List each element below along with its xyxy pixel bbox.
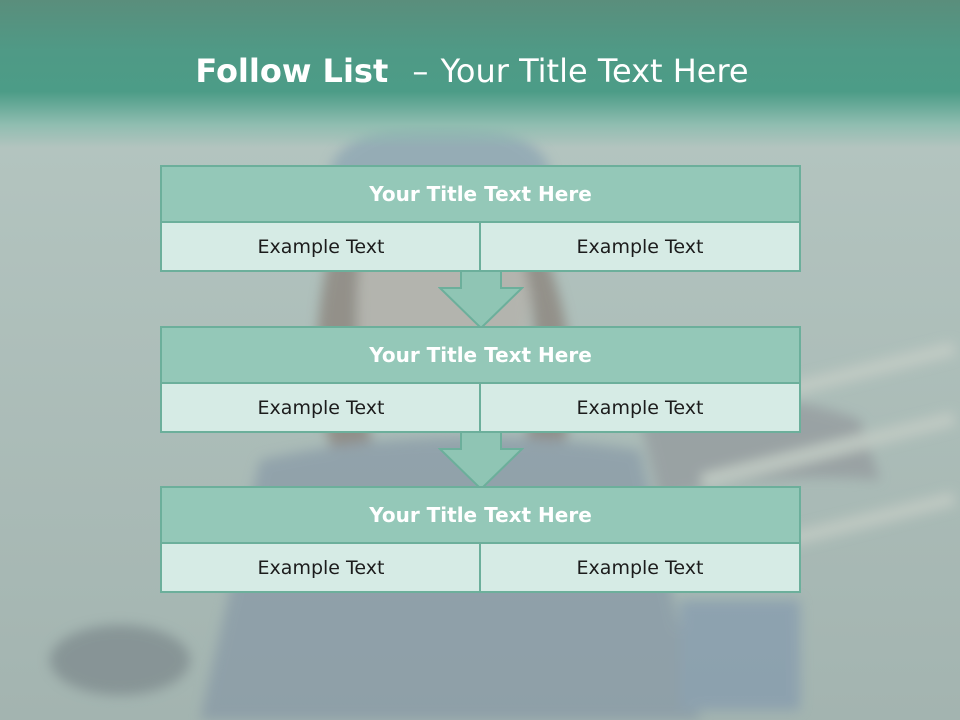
block-title: Your Title Text Here [160,165,801,223]
down-arrow-icon [438,431,524,491]
slide-title: Follow List – Your Title Text Here [0,52,944,90]
slide-title-rest: Your Title Text Here [440,52,749,90]
block-cell-right: Example Text [479,382,801,433]
slide-title-bold: Follow List [195,52,389,90]
block-cell-left: Example Text [160,542,482,593]
header-band [0,0,960,148]
block-cell-left: Example Text [160,221,482,272]
block-cell-right: Example Text [479,542,801,593]
block-title: Your Title Text Here [160,486,801,544]
slide-title-separator: – [412,52,429,90]
down-arrow-icon [438,270,524,330]
block-cell-right: Example Text [479,221,801,272]
block-cell-left: Example Text [160,382,482,433]
block-title: Your Title Text Here [160,326,801,384]
